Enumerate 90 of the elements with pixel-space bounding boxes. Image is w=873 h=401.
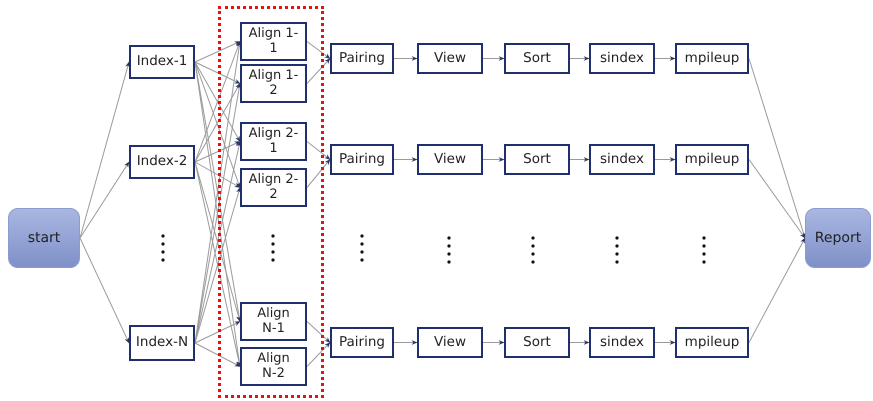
node-label: Index-1 bbox=[136, 54, 188, 70]
process-box bbox=[240, 64, 307, 103]
node-label: sindex bbox=[600, 50, 644, 66]
arrow bbox=[394, 340, 418, 345]
arrow bbox=[306, 58, 330, 84]
node-label: Index-2 bbox=[136, 154, 188, 170]
arrow bbox=[194, 162, 241, 322]
arrow bbox=[194, 342, 241, 367]
process-box bbox=[504, 43, 570, 74]
node-label: start bbox=[28, 230, 60, 246]
node-label: Align N-2 bbox=[256, 352, 291, 382]
process-box bbox=[675, 144, 749, 175]
arrow bbox=[654, 157, 676, 162]
arrow bbox=[194, 40, 240, 162]
process-box bbox=[417, 43, 483, 74]
node-label: mpileup bbox=[684, 152, 740, 168]
arrow bbox=[306, 321, 330, 343]
terminal-box bbox=[8, 208, 80, 268]
arrow bbox=[748, 58, 806, 239]
arrow bbox=[482, 340, 505, 345]
node-label: Index-N bbox=[136, 335, 188, 351]
node-label: Align 1-2 bbox=[248, 68, 298, 98]
arrow bbox=[482, 56, 505, 61]
node-label: View bbox=[434, 50, 466, 66]
process-box bbox=[417, 327, 483, 358]
arrow bbox=[194, 62, 240, 142]
arrow bbox=[80, 162, 130, 238]
process-box bbox=[330, 144, 394, 175]
node-label: sindex bbox=[600, 152, 644, 168]
process-box bbox=[240, 122, 307, 161]
process-box bbox=[589, 144, 655, 175]
arrow bbox=[654, 56, 676, 61]
node-label: mpileup bbox=[684, 334, 740, 350]
process-box bbox=[240, 22, 307, 61]
process-box bbox=[589, 327, 655, 358]
node-label: mpileup bbox=[684, 50, 740, 66]
process-box bbox=[504, 144, 570, 175]
process-box bbox=[675, 327, 749, 358]
node-label: Sort bbox=[523, 152, 551, 168]
arrow bbox=[748, 159, 806, 238]
arrow bbox=[306, 141, 330, 160]
arrow bbox=[194, 162, 241, 188]
node-label: Sort bbox=[523, 50, 551, 66]
dotted-frame bbox=[218, 6, 324, 398]
arrow bbox=[394, 157, 418, 162]
node-label: sindex bbox=[600, 334, 644, 350]
arrow bbox=[654, 340, 676, 345]
node-label: Pairing bbox=[339, 334, 385, 350]
process-box bbox=[330, 43, 394, 74]
node-label: Sort bbox=[523, 334, 551, 350]
arrow bbox=[80, 238, 130, 344]
arrow bbox=[394, 56, 418, 61]
arrow bbox=[570, 340, 590, 345]
arrow bbox=[482, 157, 505, 162]
node-label: Align 2-1 bbox=[248, 126, 298, 156]
process-box bbox=[129, 145, 195, 179]
process-box bbox=[417, 144, 483, 175]
process-box bbox=[240, 168, 307, 207]
node-label: Align N-1 bbox=[256, 306, 291, 336]
process-box bbox=[589, 43, 655, 74]
process-box bbox=[129, 325, 195, 361]
arrow bbox=[194, 162, 242, 368]
arrow bbox=[80, 61, 130, 238]
arrow bbox=[194, 41, 241, 62]
arrow bbox=[306, 41, 330, 59]
arrow bbox=[570, 157, 590, 162]
process-box bbox=[330, 327, 394, 358]
arrow bbox=[306, 342, 330, 367]
arrow bbox=[194, 321, 241, 344]
arrow bbox=[194, 82, 240, 162]
arrow bbox=[194, 140, 242, 344]
node-label: View bbox=[434, 334, 466, 350]
arrow bbox=[306, 159, 330, 188]
terminal-box bbox=[805, 208, 871, 268]
node-label: View bbox=[434, 152, 466, 168]
process-box bbox=[240, 347, 307, 386]
process-box bbox=[240, 302, 307, 341]
process-box bbox=[504, 327, 570, 358]
node-label: Align 2-2 bbox=[248, 172, 298, 202]
arrow bbox=[748, 237, 806, 343]
node-label: Report bbox=[814, 230, 862, 246]
node-label: Pairing bbox=[339, 152, 385, 168]
node-label: Pairing bbox=[339, 50, 385, 66]
arrow bbox=[194, 186, 241, 344]
node-label: Align 1-1 bbox=[248, 26, 298, 56]
arrow bbox=[194, 62, 241, 84]
arrow bbox=[194, 141, 241, 162]
process-box bbox=[675, 43, 749, 74]
arrow bbox=[570, 56, 590, 61]
process-box bbox=[129, 45, 195, 79]
